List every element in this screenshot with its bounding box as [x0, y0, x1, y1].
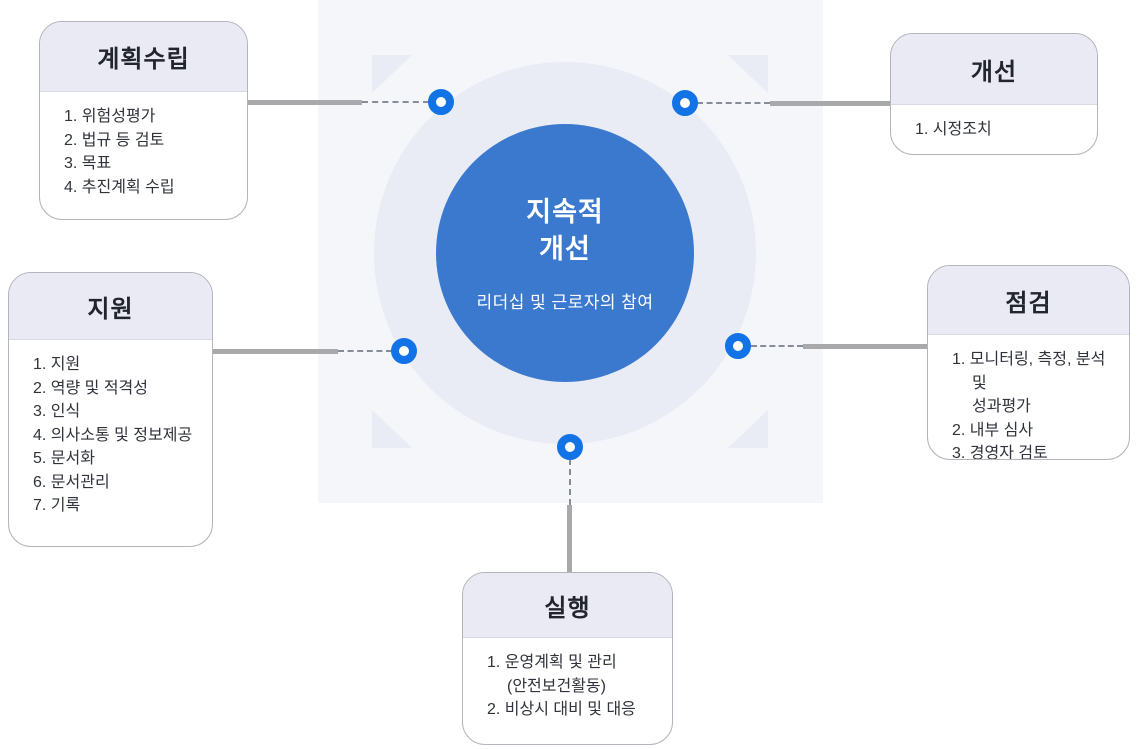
center-circle: 지속적 개선 리더십 및 근로자의 참여 — [436, 124, 694, 382]
center-title-line1: 지속적 — [526, 196, 604, 227]
connector-support-dashed — [338, 350, 392, 352]
card-act-title: 개선 — [891, 34, 1097, 105]
card-item: 1. 운영계획 및 관리 (안전보건활동) — [487, 654, 617, 695]
card-item: 2. 내부 심사 — [952, 421, 1034, 439]
card-item: 1. 모니터링, 측정, 분석 및 성과평가 — [952, 351, 1106, 415]
card-check-items: 1. 모니터링, 측정, 분석 및 성과평가 2. 내부 심사 3. 경영자 검토 — [952, 348, 1113, 460]
card-item: 2. 역량 및 적격성 — [33, 379, 148, 397]
card-do-body: 1. 운영계획 및 관리 (안전보건활동) 2. 비상시 대비 및 대응 — [463, 638, 672, 722]
card-item: 1. 시정조치 — [915, 121, 992, 138]
card-check: 점검 1. 모니터링, 측정, 분석 및 성과평가 2. 내부 심사 3. 경영자 … — [927, 265, 1130, 460]
card-item: 2. 법규 등 검토 — [64, 131, 165, 149]
card-item: 6. 문서관리 — [33, 473, 110, 491]
connector-act-dashed — [697, 102, 770, 104]
card-support: 지원 1. 지원 2. 역량 및 적격성 3. 인식 4. 의사소통 및 정보제공 5.… — [8, 272, 213, 547]
card-do-title: 실행 — [463, 573, 672, 638]
connector-act-solid — [770, 101, 890, 106]
card-do-items: 1. 운영계획 및 관리 (안전보건활동) 2. 비상시 대비 및 대응 — [487, 651, 656, 722]
card-act-items: 1. 시정조치 — [915, 118, 1081, 142]
card-plan-body: 1. 위험성평가 2. 법규 등 검토 3. 목표 4. 추진계획 수립 — [40, 92, 247, 199]
card-item: 3. 인식 — [33, 403, 81, 420]
card-item: 2. 비상시 대비 및 대응 — [487, 701, 636, 718]
card-check-body: 1. 모니터링, 측정, 분석 및 성과평가 2. 내부 심사 3. 경영자 검토 — [928, 335, 1129, 460]
card-check-title: 점검 — [928, 266, 1129, 335]
connector-plan-solid — [248, 100, 362, 105]
card-support-title: 지원 — [9, 273, 212, 340]
connector-plan-dashed — [362, 101, 429, 103]
card-act-body: 1. 시정조치 — [891, 105, 1097, 142]
card-item: 3. 경영자 검토 — [952, 445, 1048, 460]
card-item: 7. 기록 — [33, 497, 81, 514]
connector-do-solid — [567, 505, 572, 572]
card-support-body: 1. 지원 2. 역량 및 적격성 3. 인식 4. 의사소통 및 정보제공 5. 문서… — [9, 340, 212, 518]
card-support-items: 1. 지원 2. 역량 및 적격성 3. 인식 4. 의사소통 및 정보제공 5. 문서… — [33, 353, 196, 518]
card-item: 3. 목표 — [64, 155, 112, 172]
center-title-line2: 개선 — [539, 233, 591, 264]
center-subtitle: 리더십 및 근로자의 참여 — [476, 292, 654, 312]
node-dot-support — [391, 338, 417, 364]
card-item: 1. 지원 — [33, 356, 81, 373]
card-item: 5. 문서화 — [33, 450, 95, 467]
node-dot-act — [672, 90, 698, 116]
connector-support-solid — [213, 349, 338, 354]
node-dot-do — [557, 434, 583, 460]
card-plan-title: 계획수립 — [40, 22, 247, 92]
node-dot-plan — [428, 89, 454, 115]
card-do: 실행 1. 운영계획 및 관리 (안전보건활동) 2. 비상시 대비 및 대응 — [462, 572, 673, 745]
card-act: 개선 1. 시정조치 — [890, 33, 1098, 155]
connector-check-dashed — [751, 345, 803, 347]
card-item: 4. 추진계획 수립 — [64, 178, 175, 196]
connector-check-solid — [803, 344, 927, 349]
card-plan-items: 1. 위험성평가 2. 법규 등 검토 3. 목표 4. 추진계획 수립 — [64, 105, 231, 199]
card-item: 1. 위험성평가 — [64, 108, 156, 125]
card-item: 4. 의사소통 및 정보제공 — [33, 426, 193, 444]
node-dot-check — [725, 333, 751, 359]
card-plan: 계획수립 1. 위험성평가 2. 법규 등 검토 3. 목표 4. 추진계획 수립 — [39, 21, 248, 220]
connector-do-dashed — [569, 459, 571, 505]
